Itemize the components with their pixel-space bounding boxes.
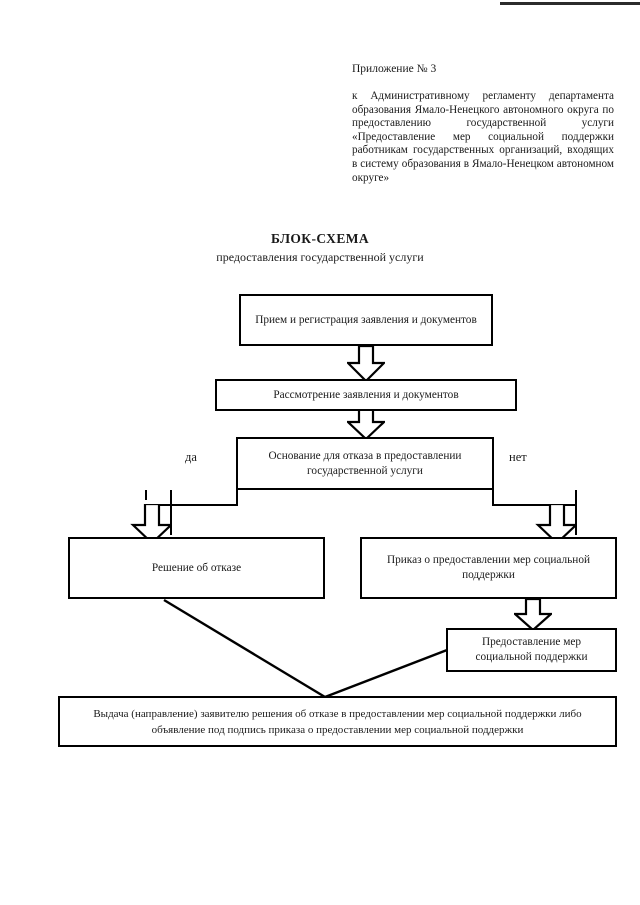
connector-left-corner: [145, 490, 147, 500]
arrow-to-refusal: [130, 504, 172, 544]
arrow-intake-to-review: [347, 346, 385, 382]
flow-node-issue: Выдача (направление) заявителю решения о…: [58, 696, 617, 747]
branch-label-yes: да: [185, 450, 197, 464]
appendix-number: Приложение № 3: [352, 63, 437, 75]
flow-node-review: Рассмотрение заявления и документов: [215, 379, 517, 411]
connector-right-outer-vertical: [575, 490, 577, 535]
flow-node-provision-label: Предоставление мер социальной поддержки: [475, 636, 588, 663]
arrow-review-to-decision: [347, 406, 385, 440]
page-title: БЛОК-СХЕМА: [270, 231, 370, 246]
connector-decision-right-stub: [492, 490, 494, 506]
flow-node-provision: Предоставление мер социальной поддержки: [446, 628, 617, 672]
appendix-reference-text: к Административному регламенту департаме…: [352, 90, 614, 184]
scan-artifact-line: [500, 2, 640, 5]
connector-decision-left-stub: [236, 490, 238, 506]
flow-node-decision-label: Основание для отказа в предоставлении го…: [268, 449, 462, 477]
flow-node-intake-label: Прием и регистрация заявления и документ…: [255, 313, 477, 326]
flow-node-review-label: Рассмотрение заявления и документов: [273, 388, 459, 401]
connector-decision-right-horizontal: [492, 504, 577, 506]
flow-node-order-label: Приказ о предоставлении мер социальной п…: [386, 554, 591, 581]
flow-node-intake: Прием и регистрация заявления и документ…: [239, 294, 493, 346]
connector-left-outer-vertical: [170, 490, 172, 535]
flow-node-order: Приказ о предоставлении мер социальной п…: [360, 537, 617, 599]
branch-label-no: нет: [509, 450, 527, 464]
page-subtitle: предоставления государственной услуги: [216, 250, 424, 264]
flow-node-refusal-label: Решение об отказе: [151, 561, 242, 574]
flow-node-decision: Основание для отказа в предоставлении го…: [236, 437, 494, 490]
flow-node-issue-label: Выдача (направление) заявителю решения о…: [93, 707, 582, 736]
arrow-to-order: [535, 504, 577, 544]
flow-node-refusal: Решение об отказе: [68, 537, 325, 599]
connector-decision-left-horizontal: [145, 504, 238, 506]
arrow-order-to-provision: [514, 599, 552, 631]
